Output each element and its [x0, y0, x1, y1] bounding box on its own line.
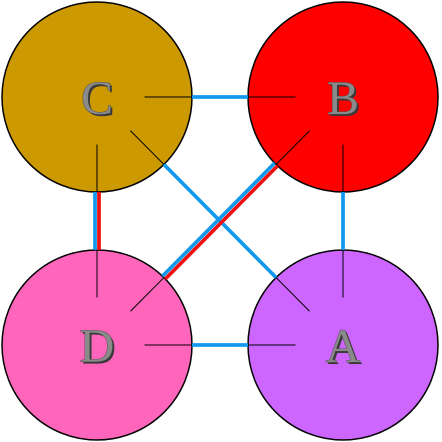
node-d-label: D	[80, 320, 115, 373]
node-c-label: C	[81, 72, 113, 125]
node-c-label-shadow: C	[83, 74, 115, 127]
edge-inner-tick	[130, 130, 165, 165]
node-a-label: A	[326, 320, 361, 373]
node-b-label: B	[327, 72, 359, 125]
edge-outer-stroke	[161, 161, 276, 278]
edge-inner-tick	[275, 130, 310, 165]
node-d-label-shadow: D	[82, 322, 117, 375]
edge-inner-tick	[275, 277, 310, 312]
edge-inner-tick	[130, 277, 165, 312]
edge-outer-stroke	[162, 163, 278, 279]
edge-outer-stroke	[164, 164, 279, 281]
node-b-label-shadow: B	[329, 74, 361, 127]
node-a-label-shadow: A	[328, 322, 363, 375]
edge-outer-layer	[93, 95, 345, 347]
edge-inner-ticks	[96, 96, 344, 346]
